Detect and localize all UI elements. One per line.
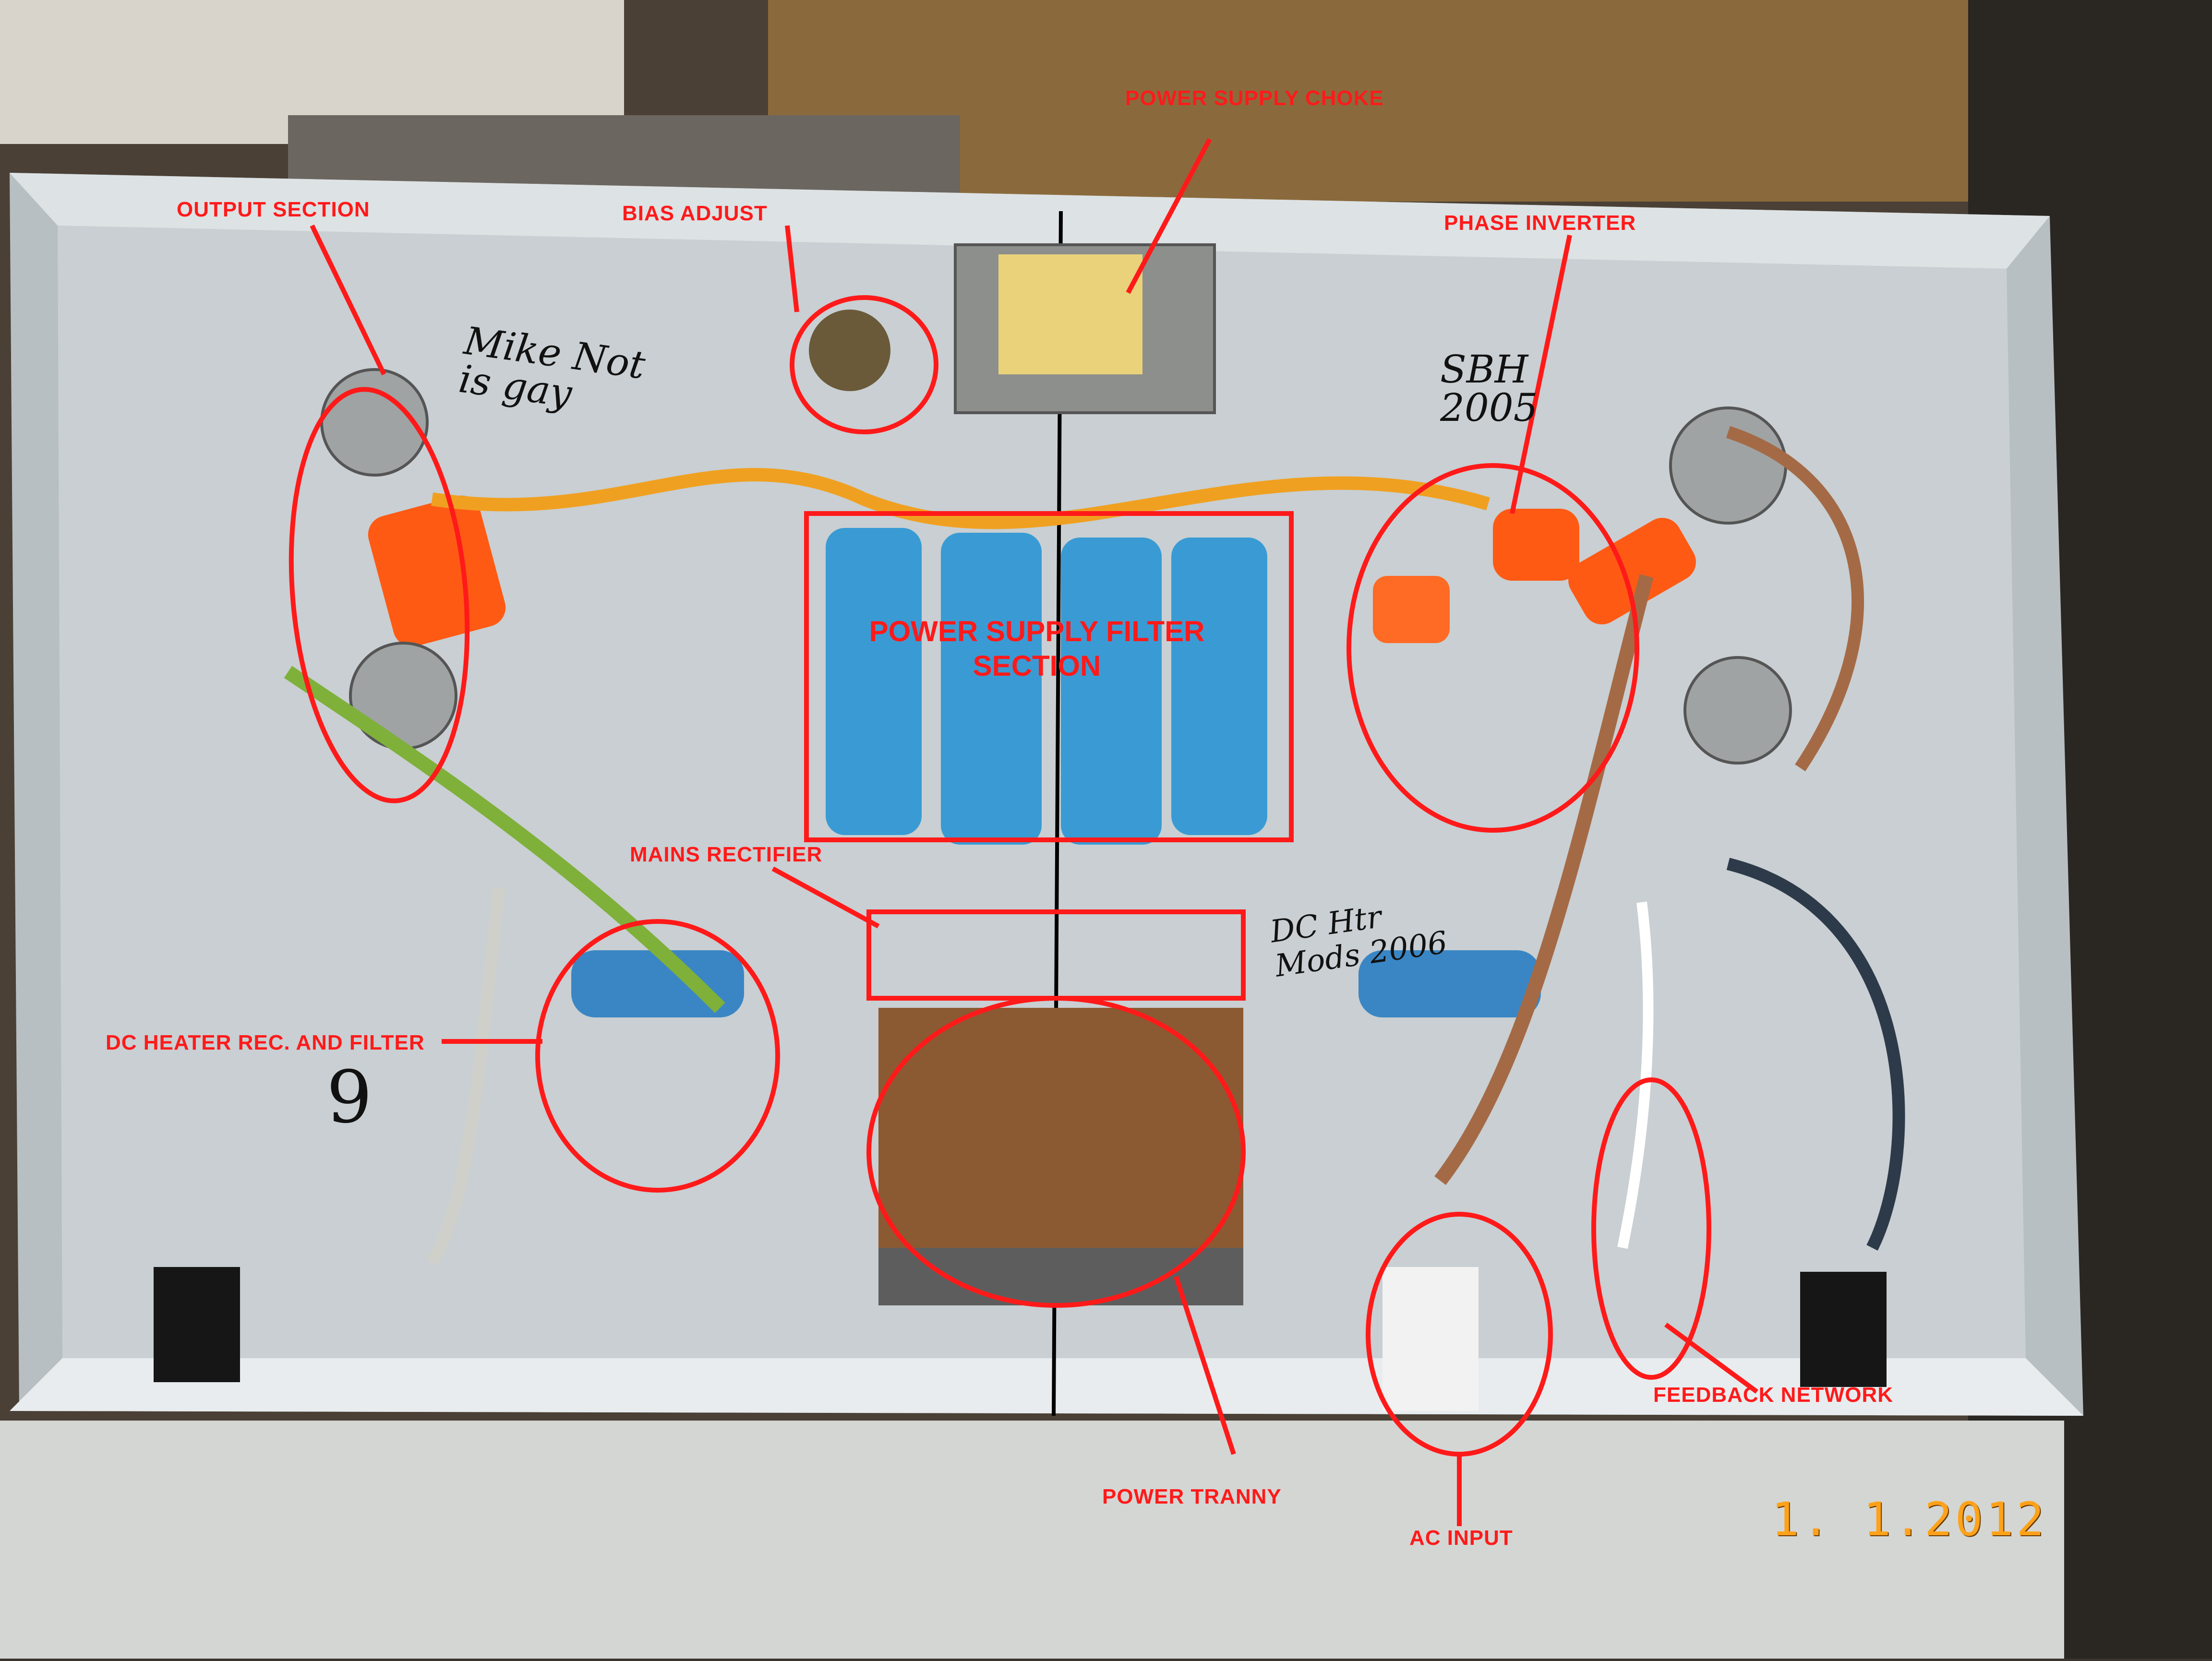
dc-heater-cap [571,950,744,1017]
phase-inverter-circle [1346,463,1639,833]
date-stamp: 1. 1.2012 [1771,1493,2047,1546]
power-tranny-circle [866,996,1246,1308]
choke-coil [998,254,1142,374]
orange-cap-output [368,495,506,647]
handwriting-sbh: SBH 2005 [1440,347,1538,430]
choke-pointer [1126,138,1212,294]
label-feedback-network: FEEDBACK NETWORK [1653,1383,1893,1407]
filter-capacitors [826,528,1267,845]
phase-inverter-pointer [1510,234,1572,514]
filter-cap-3 [1061,538,1162,845]
annotation-shapes [289,138,1758,1526]
bias-adjust-pointer [785,225,799,312]
bias-adjust-circle [790,295,938,434]
label-power-supply-choke: POWER SUPPLY CHOKE [1125,86,1384,110]
speaker-jack-left [154,1267,240,1382]
dc-heater-circle [535,919,780,1193]
feedback-network-circle [1591,1077,1711,1380]
orange-cap-phase-2 [1568,518,1696,624]
output-section-pointer [310,224,386,376]
label-power-supply-filter-section: POWER SUPPLY FILTER SECTION [869,615,1205,682]
filter-cap-1 [826,528,922,835]
filter-cap-2 [941,533,1042,845]
power-tranny-pointer [1174,1276,1236,1455]
filter-cap-4 [1171,538,1267,835]
green-wire [284,666,725,1013]
white-wire [1617,901,1654,1249]
dark-wire-right [1726,858,1905,1251]
brown-twisted-wire [1434,574,1654,1185]
gray-wire-left [426,887,505,1266]
mains-rectifier-pointer [771,866,880,929]
label-power-tranny: POWER TRANNY [1102,1485,1282,1508]
ac-input-socket [1382,1267,1479,1411]
power-transformer-base [878,1248,1243,1305]
label-ac-input: AC INPUT [1409,1526,1513,1550]
orange-cap-phase-3 [1373,576,1450,643]
dc-heater-cap-2 [1358,950,1541,1017]
label-phase-inverter: PHASE INVERTER [1444,211,1636,235]
handwriting-number-9: 9 [326,1056,373,1139]
bias-pot [809,310,890,391]
filter-section-box [804,511,1294,842]
label-dc-heater-rec-and-filter: DC HEATER REC. AND FILTER [106,1031,425,1054]
carpet-top [768,0,2016,202]
output-section-circle [289,387,470,803]
chassis-front-wall [10,1358,2083,1416]
feedback-network-pointer [1664,1322,1758,1394]
brown-wire-right [1726,426,1864,772]
table-surface [0,1421,2064,1659]
speaker-jack-right [1800,1272,1887,1387]
label-bias-adjust: BIAS ADJUST [622,202,768,225]
orange-cap-phase-1 [1493,509,1579,581]
label-mains-rectifier: MAINS RECTIFIER [630,843,823,866]
phase-tube-socket-1 [1669,406,1787,525]
phase-tube-socket-2 [1683,656,1792,765]
label-output-section: OUTPUT SECTION [177,198,370,221]
chassis-back-wall [10,173,2050,269]
